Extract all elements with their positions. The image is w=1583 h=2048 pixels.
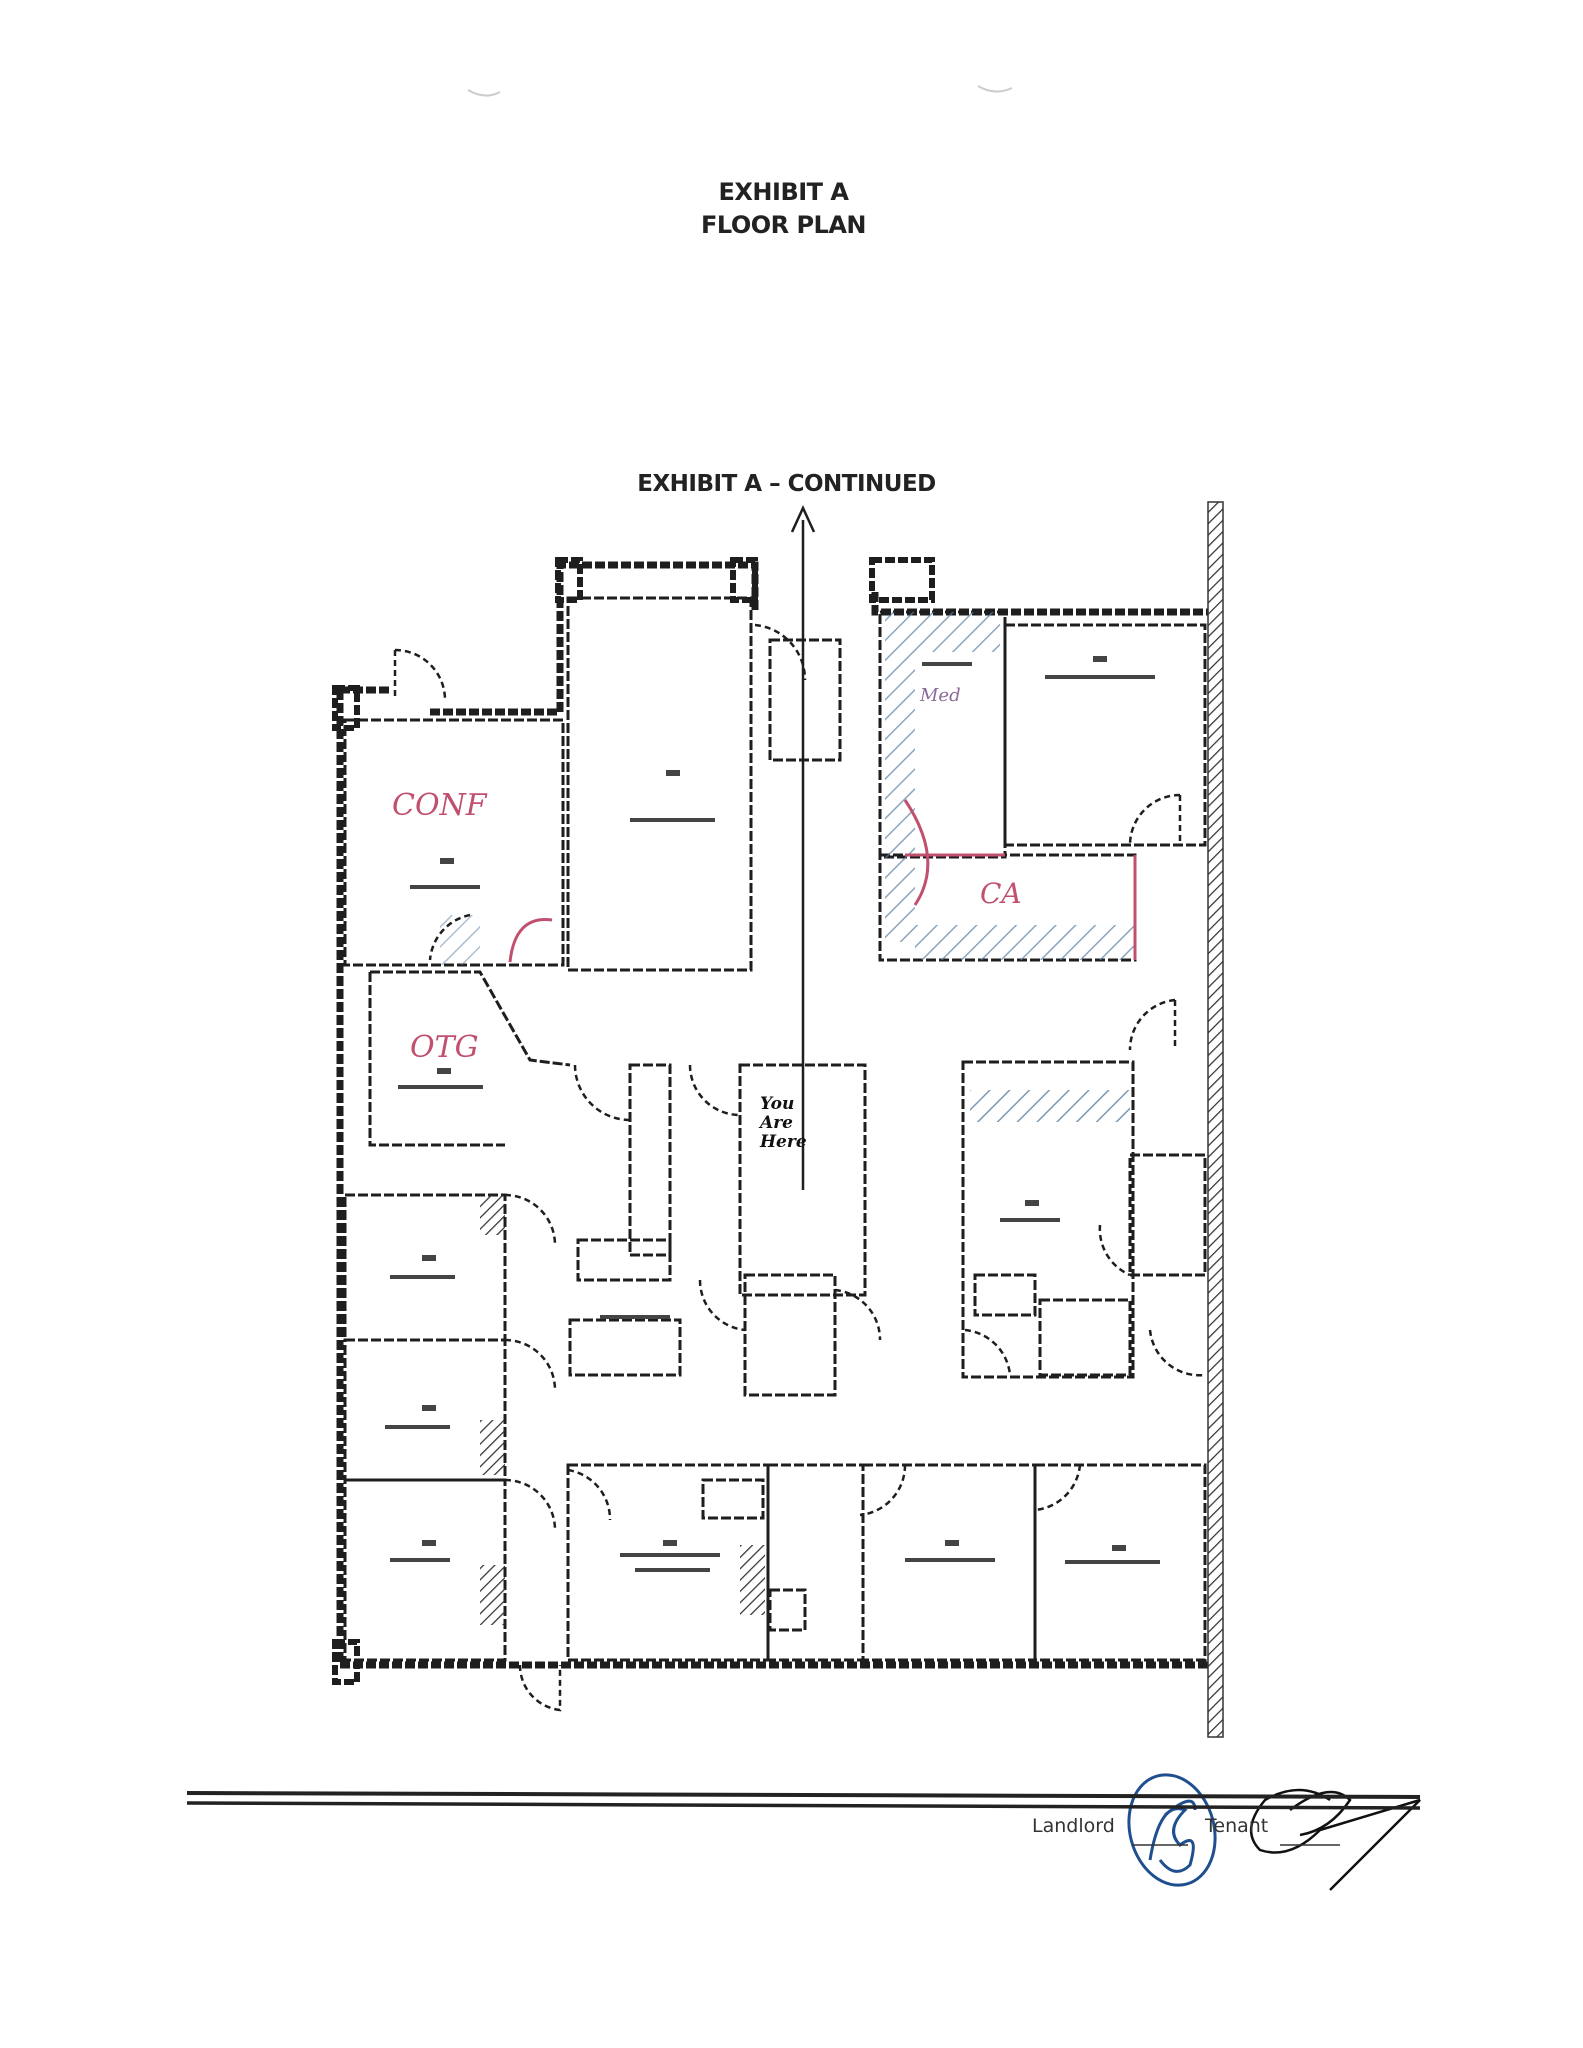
exterior-wall-hatched	[1207, 501, 1224, 1738]
annotation-here: Here	[760, 1132, 807, 1152]
annotation-ca: CA	[980, 877, 1022, 910]
annotation-med: Med	[920, 685, 961, 706]
walls	[332, 504, 1210, 1685]
annotation-are: Are	[760, 1113, 793, 1133]
tenant-signature	[1250, 1788, 1421, 1891]
hatched-counter	[915, 925, 1135, 960]
landlord-initials-stamp	[1127, 1773, 1217, 1887]
hatched-cabinet	[885, 612, 915, 942]
scan-mark	[467, 89, 501, 97]
annotation-you: You	[760, 1094, 795, 1114]
scan-mark	[977, 85, 1013, 93]
annotation-conf: CONF	[392, 788, 487, 823]
landlord-initials-signature	[1148, 1799, 1197, 1873]
annotation-you-are-here: You Are Here	[760, 1095, 807, 1152]
red-markup	[508, 799, 1137, 963]
landlord-label: Landlord	[1032, 1815, 1115, 1837]
signature-rule-bottom	[186, 1801, 1421, 1810]
hatched-cabinet	[480, 1565, 505, 1625]
door-swings	[393, 623, 1206, 1712]
hatched-cabinet	[480, 1195, 505, 1235]
room-label-marks	[385, 656, 1160, 1572]
exhibit-subtitle: FLOOR PLAN	[700, 211, 867, 239]
hatched-counter	[970, 1090, 1130, 1122]
tenant-label: Tenant	[1205, 1815, 1269, 1837]
hatched-cabinet	[480, 1420, 505, 1475]
hatched-cabinet	[915, 612, 1000, 652]
hatched-cabinet	[440, 915, 480, 965]
hatched-cabinet	[740, 1545, 765, 1615]
exhibit-title: EXHIBIT A	[718, 178, 849, 206]
exhibit-continued-heading: EXHIBIT A – CONTINUED	[637, 471, 936, 497]
signature-rule-top	[186, 1791, 1421, 1799]
annotation-otg: OTG	[410, 1030, 479, 1065]
